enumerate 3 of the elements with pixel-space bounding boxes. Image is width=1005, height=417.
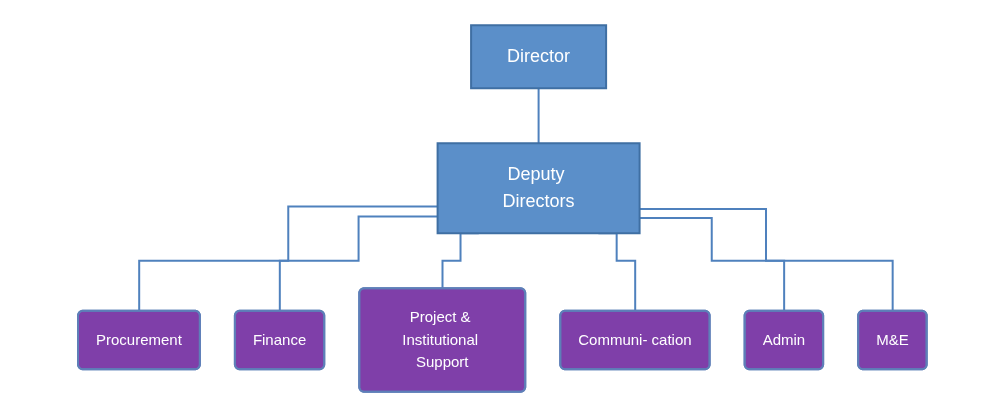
node-box: Deputy Directors — [436, 142, 641, 235]
node-box: Director — [470, 24, 608, 90]
connector — [537, 87, 540, 145]
